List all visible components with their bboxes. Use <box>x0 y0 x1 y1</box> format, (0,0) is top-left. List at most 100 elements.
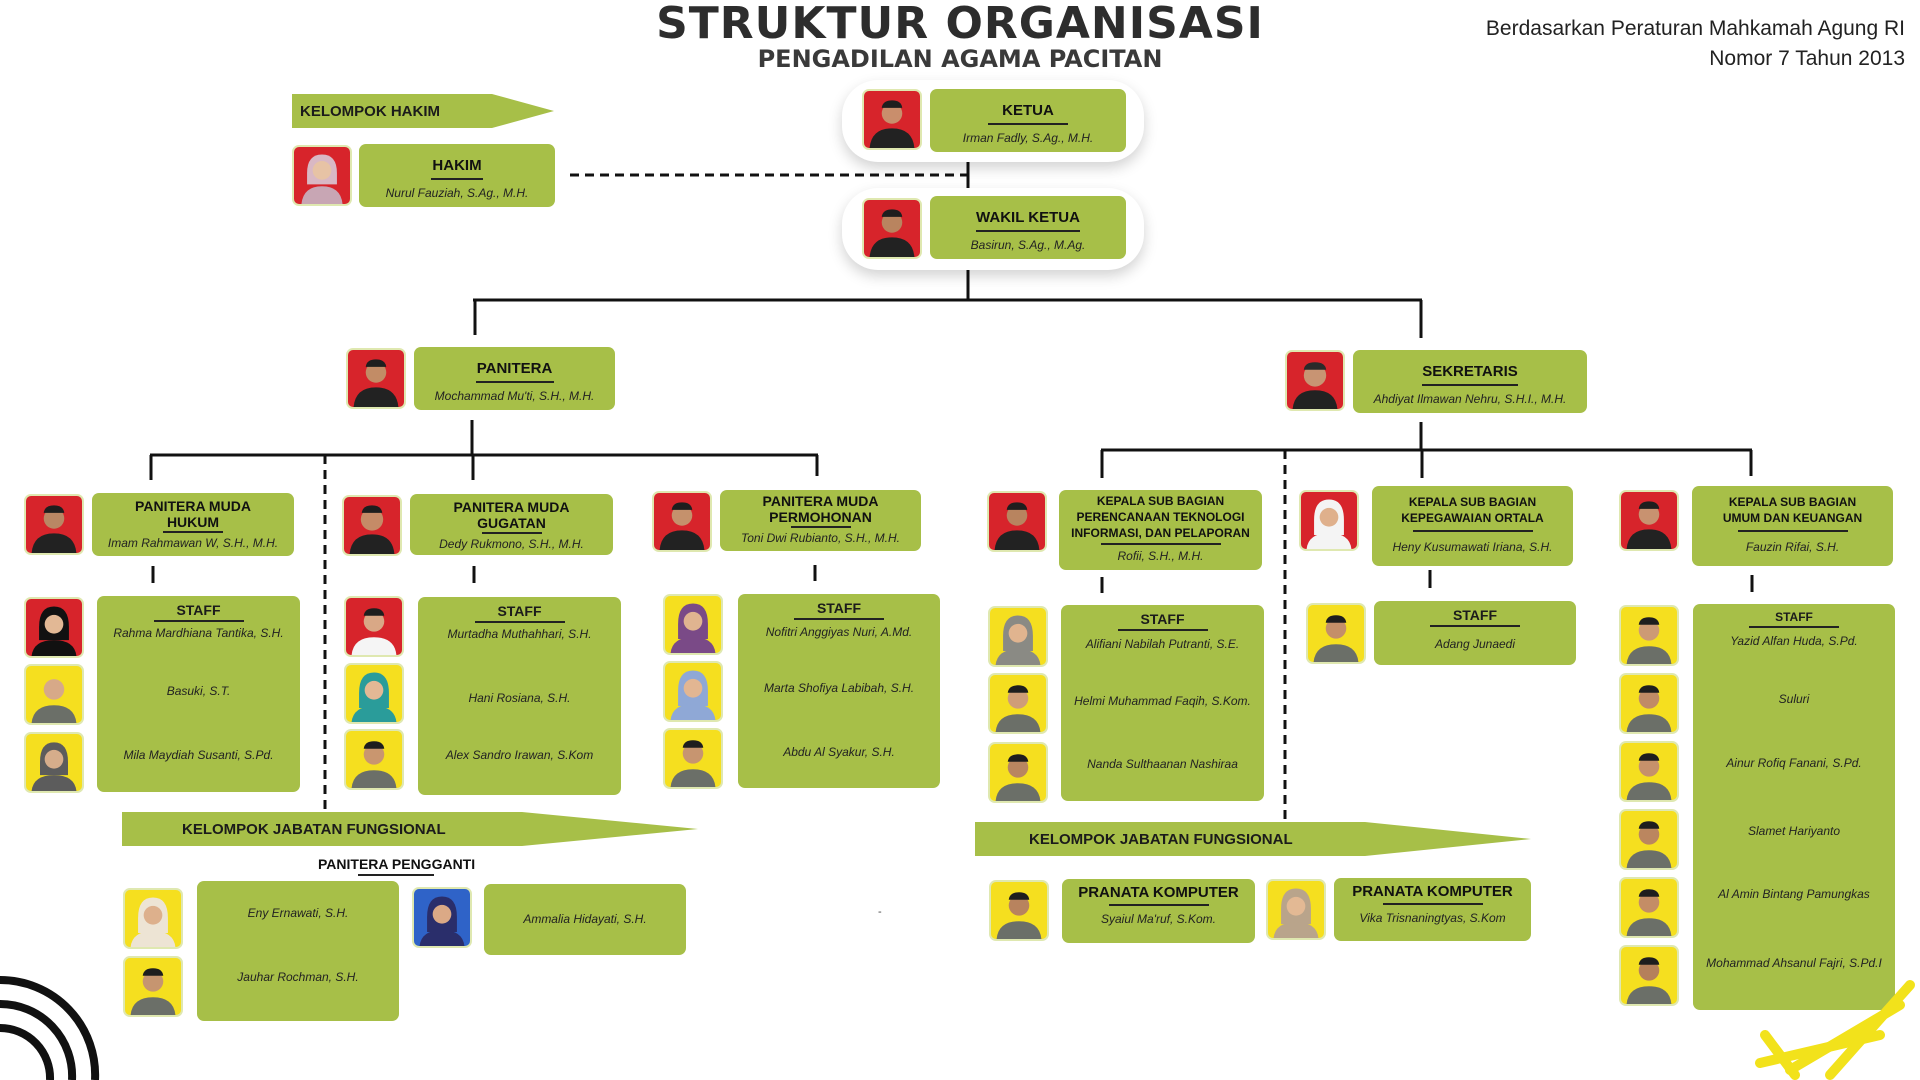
panitera-card: PANITERA Mochammad Mu'ti, S.H., M.H. <box>414 347 615 410</box>
pp-photo <box>123 888 183 949</box>
kasubag-kepeg-staff-card: STAFF Adang Junaedi <box>1374 601 1576 665</box>
pranata2-role: PRANATA KOMPUTER <box>1352 883 1513 900</box>
staff-photo <box>1619 741 1679 802</box>
pm-permohonan-photo <box>652 491 712 552</box>
panitera-photo <box>346 348 406 409</box>
legal-basis-line2: Nomor 7 Tahun 2013 <box>1709 47 1905 70</box>
kasubag-ptip-role-1: KEPALA SUB BAGIAN <box>1096 494 1225 508</box>
kelompok-hakim-banner: KELOMPOK HAKIM <box>292 94 554 128</box>
staff-name: Murtadha Muthahhari, S.H. <box>447 627 592 641</box>
staff-name: Rahma Mardhiana Tantika, S.H. <box>113 626 284 640</box>
staff-name: Helmi Muhammad Faqih, S.Kom. <box>1074 694 1251 708</box>
kasubag-ptip-card: KEPALA SUB BAGIAN PERENCANAAN TEKNOLOGI … <box>1059 490 1262 570</box>
staff-name: Alifiani Nabilah Putranti, S.E. <box>1085 637 1240 651</box>
stray-dash: - <box>878 906 882 918</box>
pm-permohonan-card: PANITERA MUDA PERMOHONAN Toni Dwi Rubian… <box>720 490 921 551</box>
fungsional-left-banner: KELOMPOK JABATAN FUNGSIONAL <box>122 812 698 846</box>
pm-permohonan-name: Toni Dwi Rubianto, S.H., M.H. <box>741 530 900 545</box>
fungsional-right-label: KELOMPOK JABATAN FUNGSIONAL <box>1029 831 1293 848</box>
pp-card-b: Ammalia Hidayati, S.H. <box>484 884 686 955</box>
kelompok-hakim-label: KELOMPOK HAKIM <box>300 103 440 120</box>
staff-photo <box>988 606 1048 667</box>
pm-permohonan-staff-card: STAFF Nofitri Anggiyas Nuri, A.Md. Marta… <box>738 594 940 788</box>
pm-hukum-role-2: HUKUM <box>166 514 220 530</box>
pm-permohonan-role-2: PERMOHONAN <box>769 509 872 525</box>
staff-photo <box>663 728 723 789</box>
staff-photo <box>988 742 1048 803</box>
wakil-ketua-photo <box>862 198 922 259</box>
pp-name: Eny Ernawati, S.H. <box>247 906 349 920</box>
staff-photo <box>24 597 84 658</box>
banner-arrow-shape <box>975 822 1531 856</box>
page-title: STRUKTUR ORGANISASI <box>656 0 1264 49</box>
staff-photo <box>1619 809 1679 870</box>
legal-basis: Berdasarkan Peraturan Mahkamah Agung RI … <box>1486 14 1905 74</box>
kasubag-ptip-photo <box>987 491 1047 552</box>
pm-gugatan-card: PANITERA MUDA GUGATAN Dedy Rukmono, S.H.… <box>410 494 613 555</box>
legal-basis-line1: Berdasarkan Peraturan Mahkamah Agung RI <box>1485 17 1905 40</box>
pranata2-name: Vika Trisnaningtyas, S.Kom <box>1359 910 1506 925</box>
staff-photo <box>1619 605 1679 666</box>
kasubag-kepeg-name: Heny Kusumawati Iriana, S.H. <box>1392 539 1553 554</box>
panitera-name: Mochammad Mu'ti, S.H., M.H. <box>434 388 595 403</box>
pp-card-a: Eny Ernawati, S.H. Jauhar Rochman, S.H. <box>197 881 399 1021</box>
kasubag-umum-name: Fauzin Rifai, S.H. <box>1745 539 1840 554</box>
fungsional-right-banner: KELOMPOK JABATAN FUNGSIONAL <box>975 822 1531 856</box>
pm-hukum-role-1: PANITERA MUDA <box>135 498 251 514</box>
staff-name: Abdu Al Syakur, S.H. <box>783 745 895 759</box>
staff-heading: STAFF <box>1140 611 1185 627</box>
wakil-ketua-card: WAKIL KETUA Basirun, S.Ag., M.Ag. <box>930 196 1126 259</box>
staff-photo <box>24 664 84 725</box>
kasubag-ptip-staff-card: STAFF Alifiani Nabilah Putranti, S.E. He… <box>1061 605 1264 801</box>
kasubag-kepeg-photo <box>1299 490 1359 551</box>
staff-photo <box>988 673 1048 734</box>
pm-gugatan-staff-card: STAFF Murtadha Muthahhari, S.H. Hani Ros… <box>418 597 621 795</box>
pp-name: Ammalia Hidayati, S.H. <box>523 912 647 926</box>
staff-photo <box>344 729 404 790</box>
pranata1-card: PRANATA KOMPUTER Syaiul Ma'ruf, S.Kom. <box>1062 879 1255 943</box>
panitera-pengganti-label: PANITERA PENGGANTI <box>318 856 476 872</box>
staff-photo <box>24 732 84 793</box>
staff-name: Marta Shofiya Labibah, S.H. <box>763 681 915 695</box>
kasubag-ptip-role-3: INFORMASI, DAN PELAPORAN <box>1071 526 1250 540</box>
hakim-card: HAKIM Nurul Fauziah, S.Ag., M.H. <box>359 144 555 207</box>
wakil-ketua-role: WAKIL KETUA <box>976 209 1080 226</box>
staff-name: Nofitri Anggiyas Nuri, A.Md. <box>765 625 913 639</box>
staff-photo <box>663 661 723 722</box>
pm-gugatan-photo <box>342 495 402 556</box>
kasubag-umum-photo <box>1619 490 1679 551</box>
page-subtitle: PENGADILAN AGAMA PACITAN <box>757 45 1163 73</box>
staff-heading: STAFF <box>497 603 542 619</box>
wakil-ketua-name: Basirun, S.Ag., M.Ag. <box>970 237 1086 252</box>
staff-name: Mila Maydiah Susanti, S.Pd. <box>123 748 274 762</box>
pm-permohonan-role-1: PANITERA MUDA <box>762 493 879 509</box>
ketua-name: Irman Fadly, S.Ag., M.H. <box>962 130 1094 145</box>
staff-photo <box>1306 603 1366 664</box>
ketua-card: KETUA Irman Fadly, S.Ag., M.H. <box>930 89 1126 152</box>
panitera-role: PANITERA <box>476 360 553 377</box>
panitera-pengganti-rule <box>358 874 434 876</box>
sekretaris-card: SEKRETARIS Ahdiyat Ilmawan Nehru, S.H.I.… <box>1353 350 1587 413</box>
staff-photo <box>344 663 404 724</box>
sekretaris-role: SEKRETARIS <box>1422 363 1518 380</box>
sekretaris-name: Ahdiyat Ilmawan Nehru, S.H.I., M.H. <box>1373 391 1567 406</box>
pp-photo <box>123 956 183 1017</box>
decorative-slashes <box>1755 980 1915 1080</box>
kasubag-umum-staff-card: STAFF Yazid Alfan Huda, S.Pd. Suluri Ain… <box>1693 604 1895 1010</box>
staff-name: Slamet Hariyanto <box>1747 824 1841 838</box>
kasubag-umum-role-1: KEPALA SUB BAGIAN <box>1728 495 1857 509</box>
staff-name: Basuki, S.T. <box>166 684 231 698</box>
pp-photo <box>412 887 472 948</box>
fungsional-left-label: KELOMPOK JABATAN FUNGSIONAL <box>182 821 446 838</box>
pm-hukum-photo <box>24 494 84 555</box>
pm-gugatan-name: Dedy Rukmono, S.H., M.H. <box>439 536 584 551</box>
staff-name: Suluri <box>1778 692 1810 706</box>
hakim-photo <box>292 145 352 206</box>
staff-photo <box>344 596 404 657</box>
pranata2-photo <box>1266 879 1326 940</box>
pm-hukum-card: PANITERA MUDA HUKUM Imam Rahmawan W, S.H… <box>92 493 294 556</box>
kasubag-umum-card: KEPALA SUB BAGIAN UMUM DAN KEUANGAN Fauz… <box>1692 486 1893 566</box>
staff-name: Yazid Alfan Huda, S.Pd. <box>1730 634 1858 648</box>
staff-name: Al Amin Bintang Pamungkas <box>1718 887 1870 901</box>
